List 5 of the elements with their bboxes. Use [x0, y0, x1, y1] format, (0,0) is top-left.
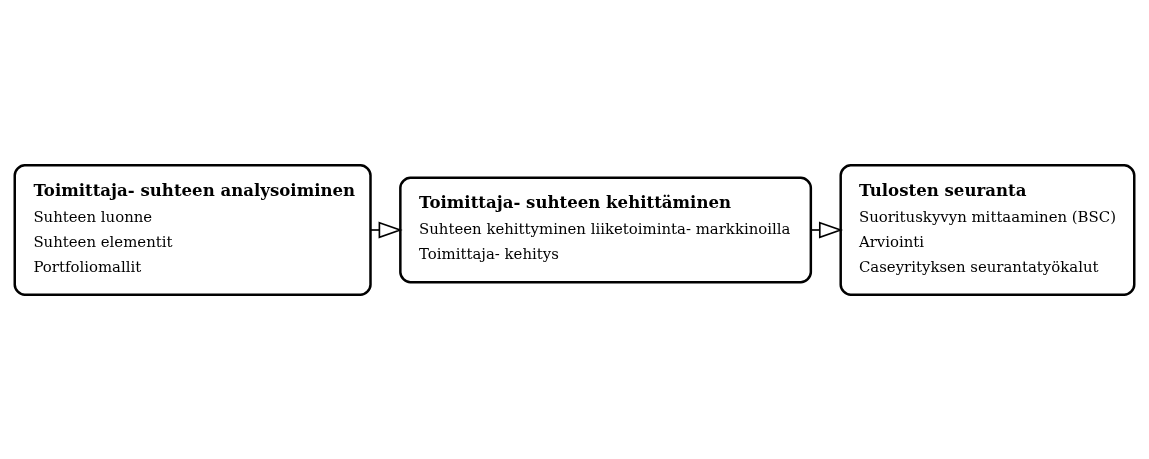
node-box: Toimittaja- suhteen analysoiminen Suhteen luonne Suhteen elementit Portfoliomallit: [13, 163, 372, 296]
arrow: [369, 221, 403, 238]
node-box: Tulosten seuranta Suorituskyvyn mittaaminen (BSC) Arviointi Caseyrityksen seurantatyökalut: [839, 163, 1136, 296]
arrow: [810, 221, 844, 238]
node-box: Toimittaja- suhteen kehittäminen Suhteen kehittyminen liiketoiminta- markkinoilla Toimittaja- kehitys: [399, 176, 813, 283]
